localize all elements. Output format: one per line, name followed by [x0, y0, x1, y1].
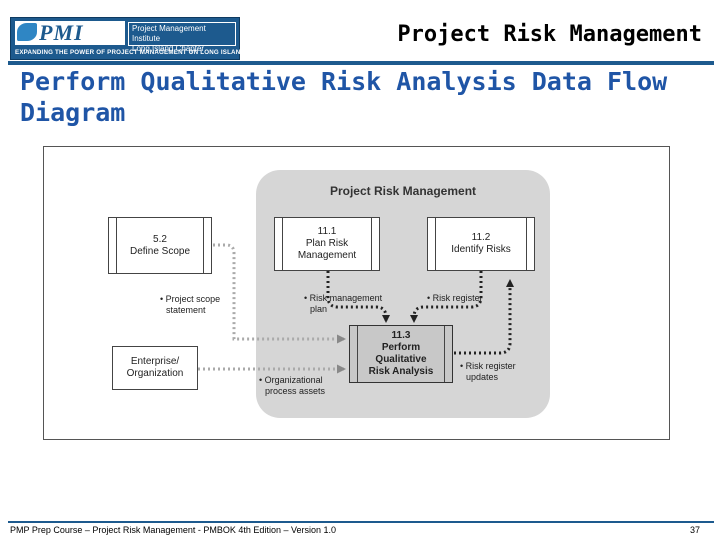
flow-label-risk-mgmt-plan: • Risk management plan: [304, 293, 382, 315]
logo-tagline: EXPANDING THE POWER OF PROJECT MANAGEMEN…: [15, 49, 246, 56]
panel-title: Project Risk Management: [329, 184, 477, 198]
logo-name-line1: Project Management Institute: [132, 24, 206, 43]
process-11-3-name-line3: Risk Analysis: [368, 366, 434, 377]
logo-letters: PMI: [39, 20, 84, 45]
process-11-2-name: Identify Risks: [451, 244, 511, 255]
process-11-3-name-line1: Perform: [381, 342, 421, 353]
process-11-3-name-line2: Qualitative: [375, 354, 427, 365]
process-11-1-name-line2: Management: [297, 250, 357, 261]
flow-arrows: [168, 243, 514, 374]
external-enterprise-organization: Enterprise/ Organization: [112, 346, 198, 390]
flow-label-risk-mgmt-plan-line2: plan: [310, 304, 328, 314]
page-number: 37: [689, 525, 700, 535]
pmi-logo-mark: PMI: [15, 20, 125, 45]
process-11-3-perform-qualitative-risk-analysis: 11.3 Perform Qualitative Risk Analysis: [349, 325, 453, 383]
data-flow-diagram: Project Risk Management 5.2 Define Scope…: [43, 146, 670, 440]
flow-label-risk-register: • Risk register: [427, 293, 483, 303]
flow-arrow-project-scope: [168, 243, 346, 344]
flow-label-org-assets-line2: process assets: [265, 386, 326, 396]
footer-text: PMP Prep Course – Project Risk Managemen…: [10, 525, 336, 535]
flow-label-project-scope-line2: statement: [166, 305, 206, 315]
flow-label-project-scope-line1: • Project scope: [160, 294, 221, 304]
process-11-1-number: 11.1: [317, 226, 337, 237]
pmi-logo: PMI Project Management Institute Long Is…: [10, 17, 245, 60]
flow-label-rr-updates: • Risk register updates: [460, 361, 516, 383]
process-11-1-plan-risk-management: 11.1 Plan Risk Management: [274, 217, 380, 271]
process-11-1-name-line1: Plan Risk: [305, 238, 349, 249]
flow-arrow-rr-updates: [454, 279, 514, 355]
flow-label-rr-updates-line1: • Risk register: [460, 361, 516, 371]
logo-chapter-name: Project Management Institute Long Island…: [128, 22, 236, 53]
flow-label-org-assets-line1: • Organizational: [259, 375, 323, 385]
header-title: Project Risk Management: [397, 22, 702, 47]
process-11-2-number: 11.2: [471, 232, 491, 243]
flow-label-project-scope: • Project scope statement: [160, 294, 220, 316]
process-5-2-define-scope: 5.2 Define Scope: [108, 217, 212, 274]
external-line2: Organization: [126, 368, 184, 379]
footer-divider: [8, 521, 714, 523]
external-line1: Enterprise/: [130, 356, 180, 367]
flow-label-org-assets: • Organizational process assets: [259, 375, 325, 397]
process-11-3-number: 11.3: [391, 330, 411, 341]
process-11-2-identify-risks: 11.2 Identify Risks: [427, 217, 535, 271]
process-5-2-name: Define Scope: [129, 245, 191, 257]
flow-label-rr-updates-line2: updates: [466, 372, 499, 382]
flow-label-risk-mgmt-plan-line1: • Risk management: [304, 293, 383, 303]
logo-swoosh-icon: [17, 23, 37, 41]
flow-arrow-risk-mgmt-plan: [326, 271, 390, 323]
logo-name-line2: Long Island Chapter: [132, 44, 205, 53]
process-5-2-number: 5.2: [153, 233, 167, 245]
slide-title: Perform Qualitative Risk Analysis Data F…: [20, 67, 668, 127]
header-divider: [8, 61, 714, 65]
flow-arrow-risk-register: [410, 271, 483, 323]
